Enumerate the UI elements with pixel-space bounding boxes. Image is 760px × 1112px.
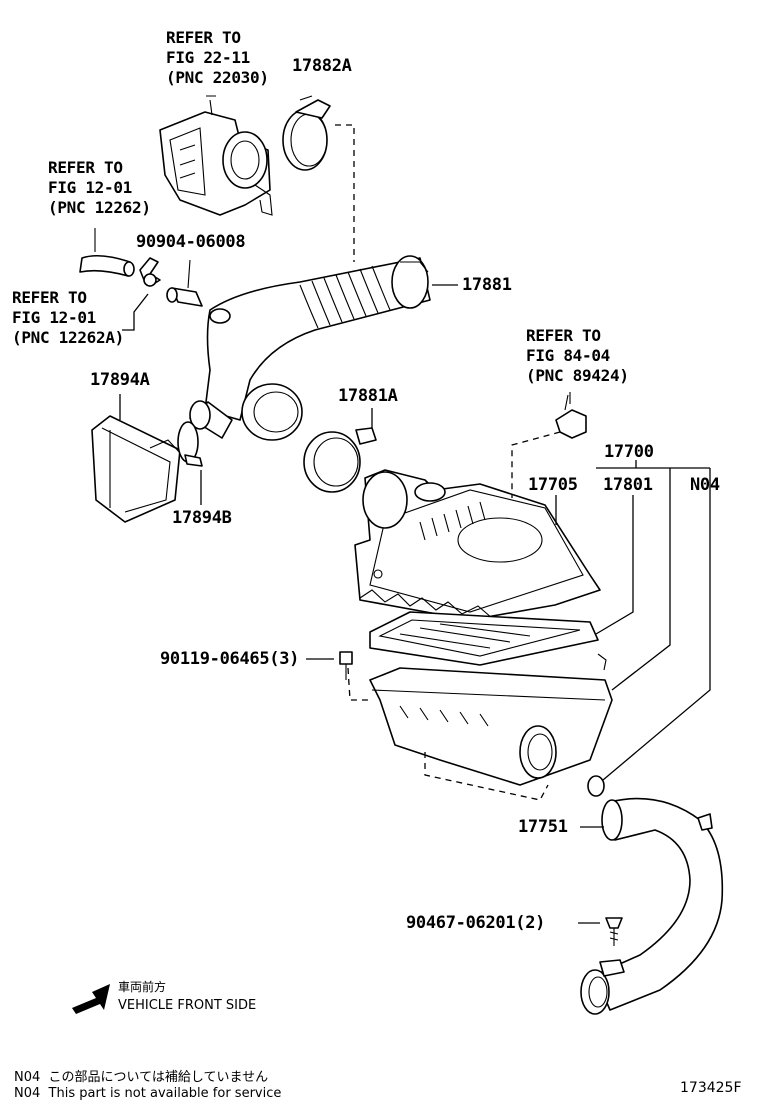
part-label-17751: 17751 <box>518 817 568 837</box>
part-label-N04: N04 <box>690 475 720 495</box>
part-label-17881: 17881 <box>462 275 512 295</box>
screw-90467-06201 <box>605 917 623 946</box>
ref-throttle-body: REFER TO FIG 22-11 (PNC 22030) <box>166 28 269 88</box>
vehicle-front-en: VEHICLE FRONT SIDE <box>118 998 257 1013</box>
air-cleaner-case <box>369 653 613 786</box>
ref-line: FIG 22-11 <box>166 48 250 67</box>
clamp-17894B <box>177 421 203 467</box>
ref-line: REFER TO <box>48 158 123 177</box>
clamp-17882A <box>282 95 331 171</box>
air-filter-element-17801 <box>369 611 599 666</box>
ref-line: (PNC 89424) <box>526 366 629 385</box>
ref-line: REFER TO <box>526 326 601 345</box>
part-label-17700: 17700 <box>604 442 654 462</box>
footnote-en: N04 This part is not available for servi… <box>14 1086 281 1101</box>
resonator-17894A <box>91 415 183 523</box>
part-label-17881A: 17881A <box>338 386 398 406</box>
ref-line: REFER TO <box>12 288 87 307</box>
footnote-text: This part is not available for service <box>48 1086 282 1101</box>
ref-line: FIG 12-01 <box>12 308 96 327</box>
outlet-hose-17751 <box>580 797 724 1015</box>
figure-id: 173425F <box>680 1080 742 1096</box>
part-label-90467-06201: 90467-06201(2) <box>406 913 546 933</box>
vehicle-front-arrow-icon <box>72 984 110 1014</box>
footnote-text: この部品については補給していません <box>48 1070 269 1085</box>
throttle-body <box>159 95 273 216</box>
vehicle-front-jp: 車両前方 <box>118 980 167 994</box>
valve-90904-06008 <box>166 259 203 307</box>
grommet-N04 <box>587 775 605 797</box>
ref-line: (PNC 12262) <box>48 198 151 217</box>
clamp-17881A <box>303 427 377 493</box>
part-label-17894A: 17894A <box>90 370 150 390</box>
air-flow-sensor <box>555 392 587 439</box>
part-label-17894B: 17894B <box>172 508 232 528</box>
footnote-code: N04 <box>14 1086 41 1101</box>
part-label-17705: 17705 <box>528 475 578 495</box>
part-label-90119-06465: 90119-06465(3) <box>160 649 300 669</box>
ref-hose-12262: REFER TO FIG 12-01 (PNC 12262) <box>48 158 151 218</box>
footnote-code: N04 <box>14 1070 41 1085</box>
ref-line: (PNC 22030) <box>166 68 269 87</box>
part-label-17801: 17801 <box>603 475 653 495</box>
part-label-90904-06008: 90904-06008 <box>136 232 246 252</box>
ref-line: FIG 12-01 <box>48 178 132 197</box>
intake-hose-17881 <box>189 255 431 441</box>
footnote-jp: N04 この部品については補給していません <box>14 1066 268 1085</box>
ref-hose-12262A: REFER TO FIG 12-01 (PNC 12262A) <box>12 288 124 348</box>
hose-clip-12262A <box>139 257 161 287</box>
hose-12262 <box>79 228 135 277</box>
ref-sensor-89424: REFER TO FIG 84-04 (PNC 89424) <box>526 326 629 386</box>
bolt-90119-06465 <box>339 651 353 680</box>
air-cleaner-cap-17705 <box>354 469 601 621</box>
part-label-17882A: 17882A <box>292 56 352 76</box>
leader-lines <box>119 284 711 924</box>
ref-line: (PNC 12262A) <box>12 328 124 347</box>
ref-line: REFER TO <box>166 28 241 47</box>
ref-line: FIG 84-04 <box>526 346 610 365</box>
